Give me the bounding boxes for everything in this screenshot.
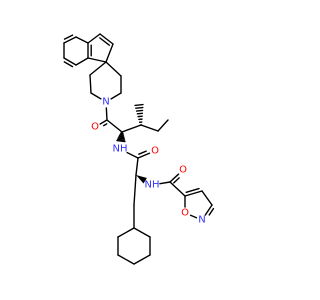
- atom-N2: NH: [113, 144, 128, 155]
- bond-c3-c4-second: [63, 61, 74, 68]
- bond-c3-c4: [63, 57, 77, 66]
- bond-c1-c2-second: [63, 34, 74, 40]
- bond-c6-c1: [75, 36, 89, 44]
- bond-N1-c10: [105, 107, 108, 121]
- bond-p2-N1: [90, 92, 102, 100]
- bond-N4-O4: [189, 214, 198, 219]
- atom-label-O1: O: [91, 122, 99, 133]
- bond-c10-O1-second: [102, 123, 108, 127]
- bond-c12-c13-hash-5: [135, 109, 144, 112]
- bond-c11-N2-hash-6: [116, 138, 126, 141]
- bond-c7-c8: [99, 33, 114, 45]
- atom-label-N4: N: [198, 215, 205, 226]
- atom-label-N2: NH: [113, 144, 128, 155]
- bond-c26-c27: [133, 254, 151, 265]
- bond-c1-c2: [63, 36, 77, 44]
- atom-O3: O: [179, 165, 187, 176]
- bond-c10-c11: [106, 119, 123, 133]
- bond-c18-c19: [169, 181, 186, 197]
- bond-c9-p1: [89, 61, 107, 76]
- bond-c16-O2-second: [138, 150, 147, 155]
- bond-c16-O2: [137, 152, 151, 159]
- atom-label-O4: O: [181, 208, 189, 219]
- bond-c25-c26: [117, 254, 135, 265]
- atom-N1: N: [102, 97, 109, 108]
- atom-O2: O: [151, 146, 159, 157]
- bond-c11-N2-hash-7: [116, 139, 126, 143]
- bond-c10-O1: [99, 119, 108, 125]
- bond-c12-c13-hash-7: [134, 103, 144, 107]
- atom-O4: O: [181, 208, 189, 219]
- atom-N3: NH: [145, 180, 160, 191]
- bond-c4-c5: [75, 57, 89, 66]
- bond-c8-c9: [105, 43, 114, 63]
- atom-label-N1: N: [102, 97, 109, 108]
- atom-N4: N: [198, 215, 205, 226]
- bond-c20-c21: [201, 190, 213, 206]
- bond-c18-O3: [169, 173, 180, 183]
- bond-c11-c12: [121, 124, 142, 133]
- bond-c12-c14: [140, 124, 159, 132]
- bonds-layer: [63, 33, 215, 265]
- bond-c11-N2-hash-5: [117, 137, 125, 140]
- bond-c7-c8-second: [99, 37, 111, 46]
- bond-c17-N3-wedge: [136, 175, 147, 184]
- bond-c11-N2-hash-4: [118, 136, 125, 139]
- atom-label-O3: O: [179, 165, 187, 176]
- bond-c14-c15: [157, 119, 169, 132]
- bond-c6-c7: [87, 33, 101, 44]
- bond-p5-c9: [105, 61, 122, 77]
- bond-c28-c23: [133, 227, 151, 238]
- bond-c9-c5: [87, 57, 107, 63]
- bond-N2-c16: [126, 151, 139, 159]
- bond-c23-c24: [117, 227, 135, 238]
- bond-c12-c13-hash-4: [136, 112, 144, 115]
- bond-N1-p4: [110, 92, 122, 100]
- bond-c19-c20: [184, 190, 203, 197]
- bond-N3-c18: [159, 181, 171, 185]
- bond-c17-c22: [133, 174, 137, 206]
- bond-c19-c20-second: [185, 187, 200, 194]
- atom-label-N3: NH: [145, 180, 160, 191]
- bond-c18-O3-second: [173, 177, 180, 184]
- bond-c12-c13-hash-6: [135, 106, 144, 109]
- atom-label-O2: O: [151, 146, 159, 157]
- bond-c21-N4: [204, 204, 213, 216]
- bond-c21-N4-second: [208, 207, 215, 216]
- bond-c16-c17: [135, 157, 139, 176]
- atom-O1: O: [91, 122, 99, 133]
- bond-p1-p2: [89, 74, 92, 94]
